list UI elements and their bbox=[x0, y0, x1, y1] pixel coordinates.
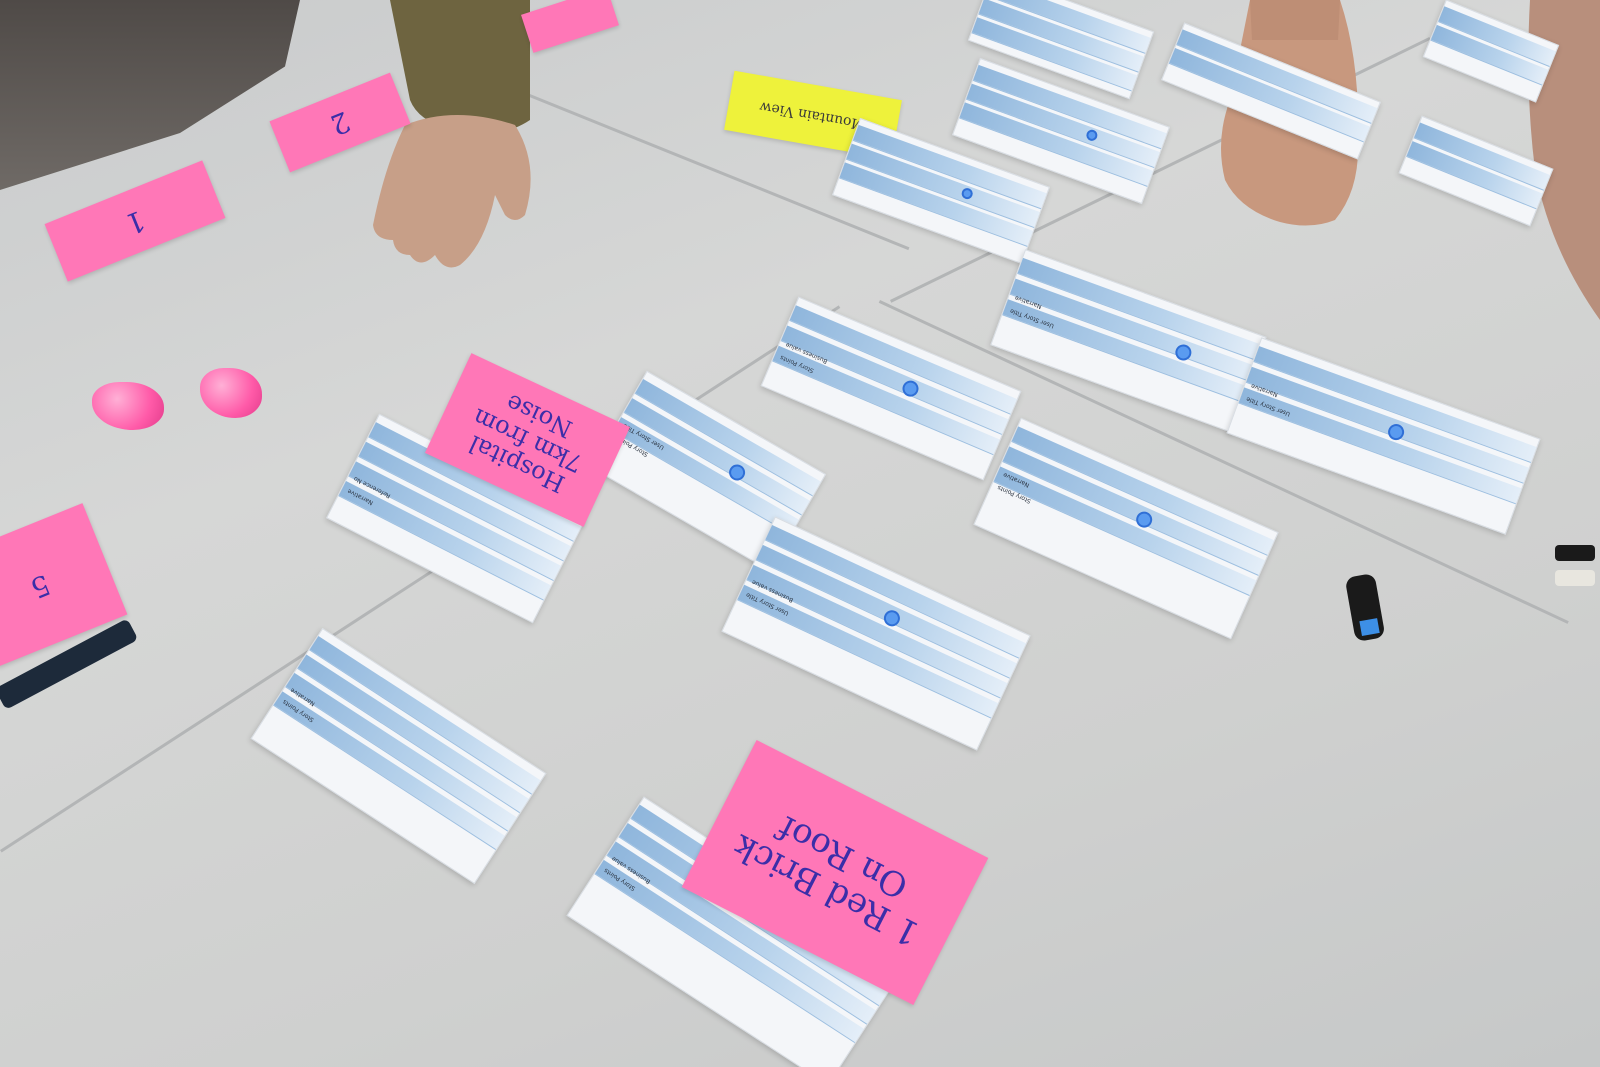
sticky-note-1[interactable]: 1 bbox=[44, 160, 226, 282]
sticky-note-text: 5 bbox=[25, 567, 55, 605]
story-card[interactable]: User Story Title Narrative bbox=[990, 249, 1267, 433]
story-card[interactable]: Story Points Narrative bbox=[973, 417, 1279, 640]
background-person bbox=[0, 0, 300, 190]
story-card[interactable]: Story Points Narrative bbox=[250, 627, 547, 885]
person-shoulder bbox=[1528, 0, 1600, 320]
sticky-note-text: 2 bbox=[325, 104, 355, 142]
crumpled-sticky-note bbox=[92, 382, 164, 430]
crumpled-sticky-note bbox=[200, 368, 262, 418]
marker-cap-edge[interactable] bbox=[1550, 540, 1600, 600]
sticky-note-text: 1 bbox=[120, 203, 150, 241]
sticky-note-text: Mountain View bbox=[758, 98, 868, 133]
story-card[interactable]: User Story Title Narrative bbox=[1226, 337, 1541, 535]
left-sleeve bbox=[390, 0, 530, 134]
story-card[interactable]: Story Points Business value bbox=[760, 296, 1022, 481]
story-card[interactable]: User Story Title Business value bbox=[721, 516, 1031, 751]
marker-pen[interactable] bbox=[0, 600, 140, 710]
left-hand bbox=[373, 115, 531, 268]
marker-cap[interactable] bbox=[1340, 570, 1390, 645]
